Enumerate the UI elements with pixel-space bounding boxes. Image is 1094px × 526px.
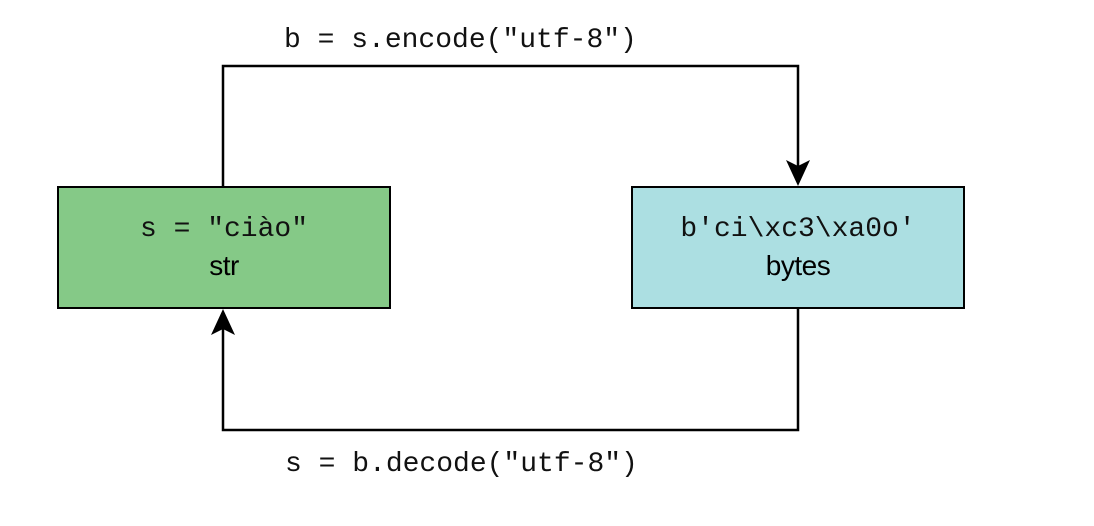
bytes-node: b'ci\xc3\xa0o' bytes [631, 186, 965, 309]
encode-arrow-line [221, 64, 800, 186]
encode-arrowhead [786, 160, 810, 186]
decode-arrow-line [221, 309, 800, 432]
bytes-node-type: bytes [765, 249, 831, 281]
bytes-node-code: b'ci\xc3\xa0o' [680, 213, 916, 245]
str-node: s = "ciào" str [57, 186, 391, 309]
decode-arrowhead [211, 309, 235, 335]
decode-label: s = b.decode("utf-8") [285, 449, 638, 480]
str-node-code: s = "ciào" [139, 213, 309, 245]
encode-label: b = s.encode("utf-8") [284, 25, 637, 56]
str-node-type: str [209, 249, 239, 281]
